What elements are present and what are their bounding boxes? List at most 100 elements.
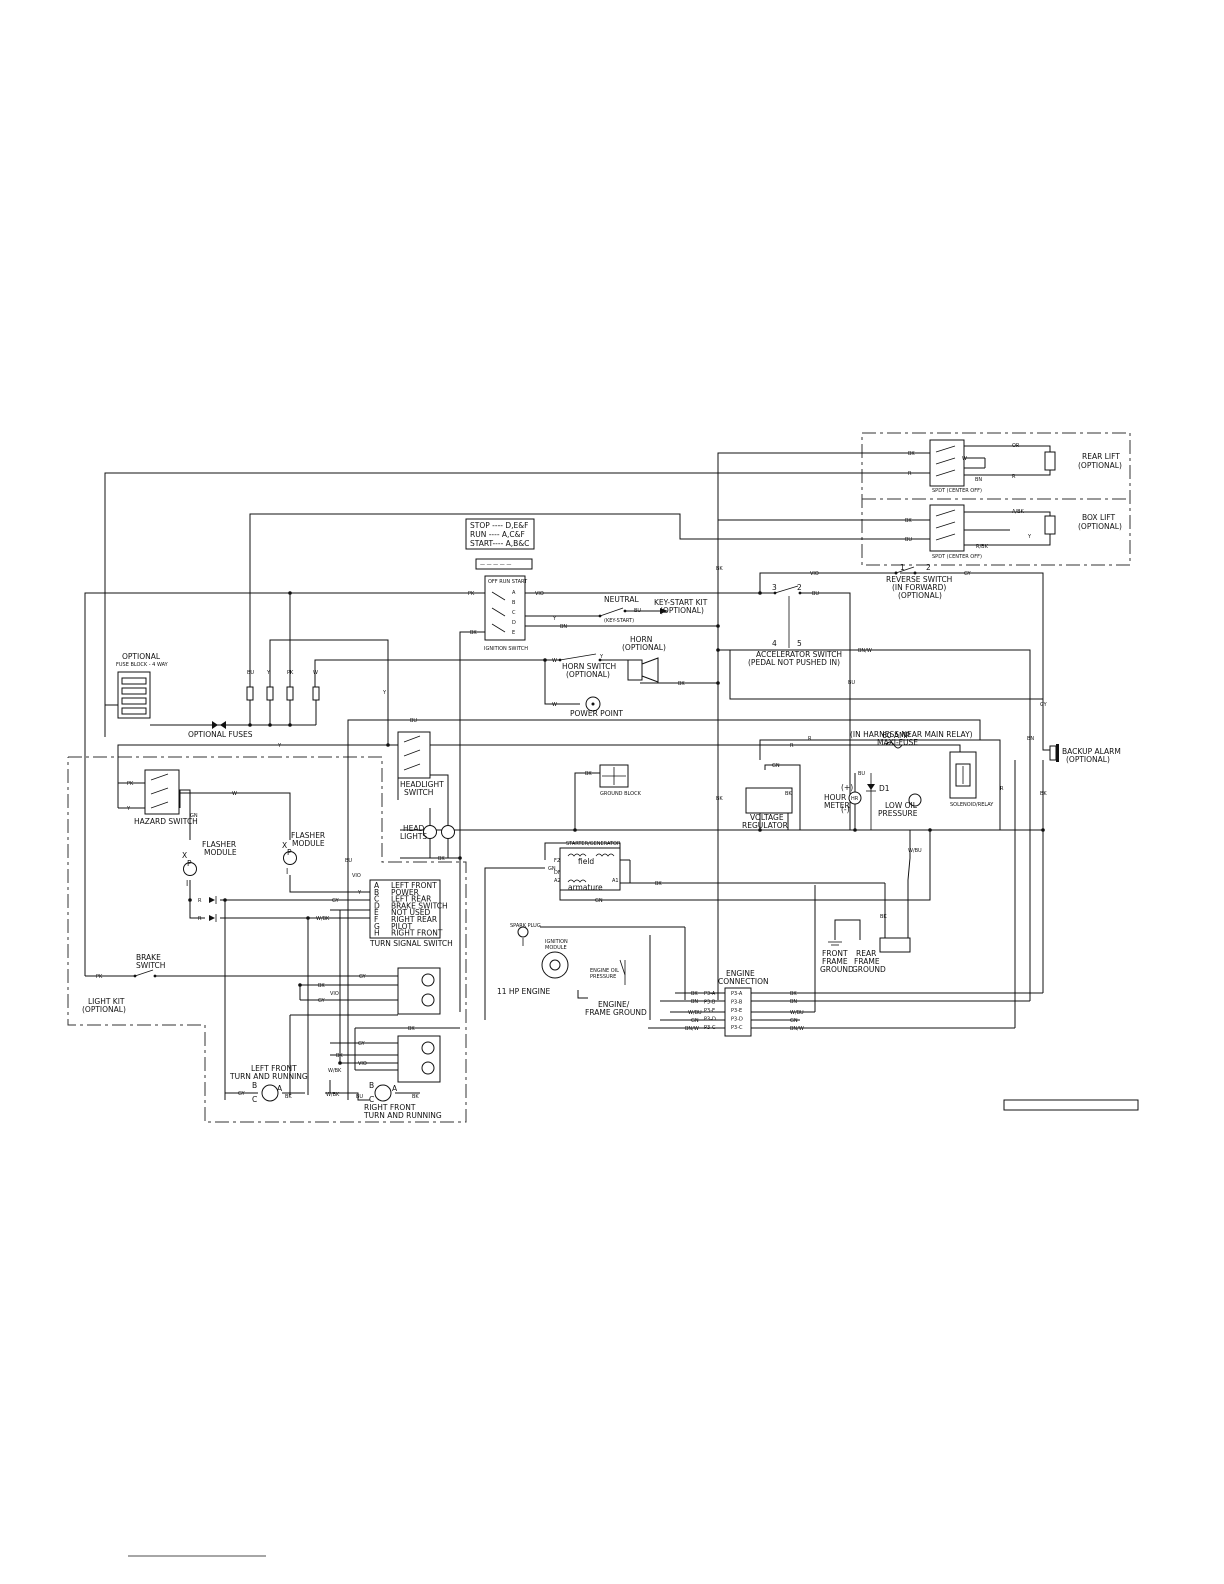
rear-lift-label-1: REAR LIFT <box>1082 452 1120 461</box>
flasher-module-1: P X I <box>182 851 197 888</box>
svg-text:D: D <box>512 620 516 626</box>
wire-tag-bk-47: BK <box>1040 791 1047 797</box>
optional-fuse-block-label: OPTIONAL <box>122 652 161 661</box>
optional-fuses-connector <box>212 721 226 729</box>
reverse-switch-label-3: (OPTIONAL) <box>898 591 942 600</box>
turn-signal-pin-label-e: NOT USED <box>391 908 430 917</box>
fuse-w <box>312 686 320 701</box>
svg-text:C: C <box>252 1095 257 1104</box>
headlight-switch-label-1: HEADLIGHT <box>400 780 444 789</box>
wire-tag-r-33: R <box>808 736 812 742</box>
wire-tag-bn-46: BN <box>1027 736 1034 742</box>
turn-signal-pin-label-c: LEFT REAR <box>391 895 431 904</box>
diode-d1 <box>866 773 876 830</box>
engine-pin-right-4: P3-C <box>731 1025 743 1031</box>
wire-tag-gy-45: GY <box>1040 702 1048 708</box>
wire-tag-bu-40: BU <box>858 771 865 777</box>
svg-text:X: X <box>182 851 187 860</box>
svg-text:P: P <box>287 848 292 857</box>
engine <box>517 926 569 979</box>
engine-pin-left-0: P3-A <box>704 991 716 997</box>
flasher-module-1-label-1: FLASHER <box>202 840 236 849</box>
wire-tag-y-37: Y <box>126 806 131 812</box>
maxi-fuse-label-1: 60 AMP <box>882 731 911 740</box>
turn-signal-pin-label-b: POWER <box>391 888 419 897</box>
low-oil-label-2: PRESSURE <box>878 809 918 818</box>
wire-tag-bk-2: BK <box>905 518 912 524</box>
rear-frame-ground-label-2: FRAME <box>854 957 880 966</box>
svg-text:B: B <box>369 1081 374 1090</box>
wire-tag-bu-31: BU <box>410 718 417 724</box>
engine-oil-pressure-label-1: ENGINE OIL <box>590 968 619 974</box>
wire-tag-bk-43: BK <box>585 771 592 777</box>
wire-tag-gy-62: GY <box>359 974 367 980</box>
frame-grounds <box>828 937 911 953</box>
horn <box>627 657 659 683</box>
svg-text:— — — — —: — — — — — <box>480 562 511 568</box>
wire-tag-y-56: Y <box>357 890 362 896</box>
box-lift-label-2: (OPTIONAL) <box>1078 522 1122 531</box>
ignition-module-label-2: MODULE <box>545 945 567 951</box>
left-tail-light <box>397 967 441 1015</box>
wire-tag-bk-66: BK <box>408 1026 415 1032</box>
wire-tag-w-5: W <box>962 456 967 462</box>
engine-oil-pressure-switch <box>619 959 626 985</box>
wire-tag-wbu-80: W/BU <box>688 1010 702 1016</box>
wire-tag-pk-36: PK <box>127 781 134 787</box>
ignition-switch-label: IGNITION SWITCH <box>484 646 528 652</box>
left-front-label-1: LEFT FRONT <box>251 1064 297 1073</box>
wire-tag-y-22: Y <box>599 654 604 660</box>
voltage-regulator-label-2: REGULATOR <box>742 821 788 830</box>
svg-text:3: 3 <box>772 583 777 592</box>
wire-tag-bk-72: BK <box>285 1094 292 1100</box>
neutral-switch: (KEY-START) <box>598 607 634 624</box>
key-start-label-2: (OPTIONAL) <box>660 606 704 615</box>
armature-label: armature <box>568 883 603 892</box>
svg-text:(-): (-) <box>841 805 850 814</box>
turn-signal-switch-label: TURN SIGNAL SWITCH <box>369 939 453 948</box>
flasher-module-2: P X I <box>282 841 297 876</box>
box-lift-motor <box>1044 515 1056 535</box>
wire-tag-bk-50: BK <box>655 881 662 887</box>
wire-tag-r-59: R <box>198 898 202 904</box>
svg-text:HR: HR <box>851 796 859 802</box>
rear-frame-ground-label-1: REAR <box>856 949 876 958</box>
svg-text:B: B <box>252 1081 257 1090</box>
turn-diodes <box>209 896 217 922</box>
wire-tag-w-39: W <box>232 791 237 797</box>
wire-tag-bk-53: BK <box>438 856 445 862</box>
wire-tag-or-4: OR <box>1012 443 1020 449</box>
front-frame-ground-label-1: FRONT <box>822 949 848 958</box>
head-lights <box>423 825 455 839</box>
svg-text:SPDT (CENTER OFF): SPDT (CENTER OFF) <box>932 554 982 560</box>
wire-tag-bk-23: BK <box>678 681 685 687</box>
left-front-label-2: TURN AND RUNNING <box>229 1072 308 1081</box>
fuse-y <box>266 686 274 701</box>
wire-tag-bu-26: BU <box>848 680 855 686</box>
turn-signal-pin-b: B <box>374 888 379 897</box>
legend-line-3: START---- A,B&C <box>470 539 529 548</box>
horn-switch-label-1: HORN SWITCH <box>562 662 616 671</box>
wire-tag-gn-38: GN <box>190 813 198 819</box>
ignition-switch: OFF RUN START A B C D E <box>484 575 528 641</box>
wire-tag-wbu-48: W/BU <box>908 848 922 854</box>
wire-tag-y-28: Y <box>266 670 271 676</box>
wire-tag-wbk-58: W/BK <box>316 916 330 922</box>
right-front-label-1: RIGHT FRONT <box>364 1103 416 1112</box>
wire-tag-bk-42: BK <box>785 791 792 797</box>
wire-tag-bk-52: BK <box>880 914 887 920</box>
wire-tag-bnw-84: BN/W <box>685 1026 699 1032</box>
starter-generator-label: STARTER/GENERATOR <box>566 841 621 847</box>
svg-text:SOLENOID/RELAY: SOLENOID/RELAY <box>950 802 994 808</box>
light-kit-box <box>67 756 467 1123</box>
maxi-fuse-symbol <box>885 741 903 749</box>
svg-text:DF: DF <box>554 870 561 876</box>
ground-block-label: GROUND BLOCK <box>600 791 642 797</box>
hazard-switch-label: HAZARD SWITCH <box>134 817 198 826</box>
wire-tag-r-1: R <box>908 471 912 477</box>
left-front-lamp: B A C <box>252 1081 283 1104</box>
turn-signal-pin-e: E <box>374 908 379 917</box>
turn-signal-pin-label-h: RIGHT FRONT <box>391 929 443 938</box>
